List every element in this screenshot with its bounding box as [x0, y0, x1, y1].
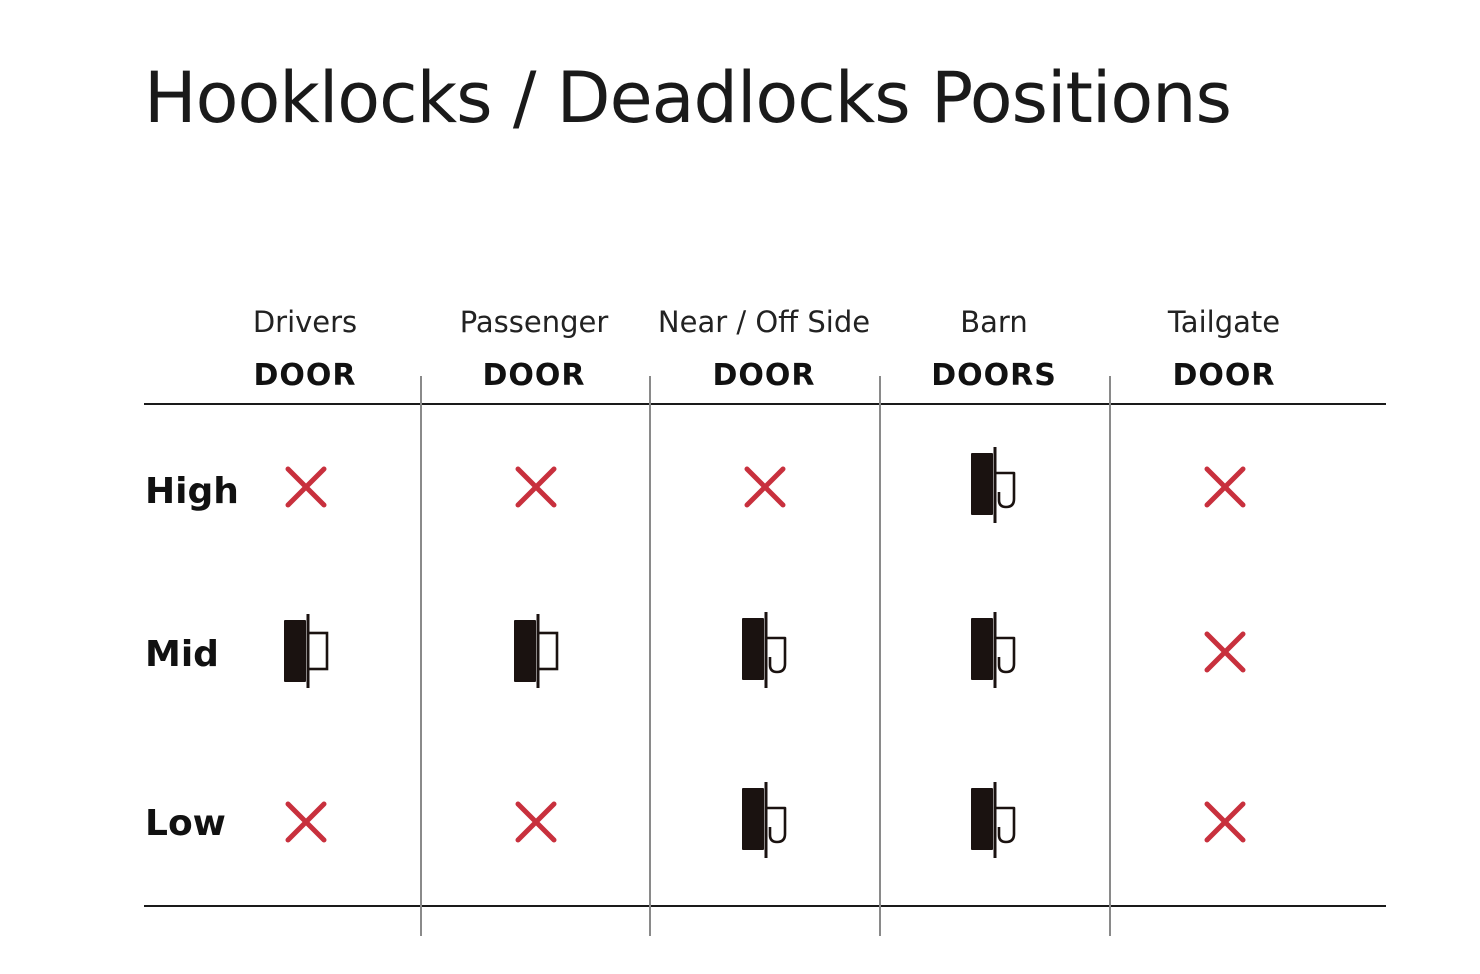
- column-label: DOOR: [253, 358, 357, 393]
- cross-icon: [256, 437, 356, 537]
- column-divider: [879, 376, 881, 936]
- cross-icon: [715, 437, 815, 537]
- hooklock-icon: [944, 437, 1044, 537]
- row-label-mid: Mid: [145, 634, 219, 675]
- cross-icon: [256, 772, 356, 872]
- cross-icon: [1175, 437, 1275, 537]
- cross-icon: [486, 772, 586, 872]
- table-header-rule: [144, 403, 1386, 405]
- column-label: DOOR: [1172, 358, 1276, 393]
- deadlock-icon: [486, 602, 586, 702]
- hooklock-icon: [715, 602, 815, 702]
- column-label: DOOR: [712, 358, 816, 393]
- cross-icon: [1175, 602, 1275, 702]
- deadlock-icon: [256, 602, 356, 702]
- column-label: DOORS: [931, 358, 1057, 393]
- column-subtitle: Drivers: [252, 305, 358, 339]
- column-divider: [649, 376, 651, 936]
- cross-icon: [486, 437, 586, 537]
- hooklock-icon: [944, 602, 1044, 702]
- column-subtitle: Passenger: [459, 305, 609, 339]
- column-label: DOOR: [482, 358, 586, 393]
- row-label-high: High: [145, 471, 239, 512]
- table-bottom-rule: [144, 905, 1386, 907]
- page-title: Hooklocks / Deadlocks Positions: [144, 57, 1232, 139]
- hooklock-icon: [715, 772, 815, 872]
- column-subtitle: Tailgate: [1167, 305, 1281, 339]
- column-divider: [1109, 376, 1111, 936]
- hooklock-icon: [944, 772, 1044, 872]
- cross-icon: [1175, 772, 1275, 872]
- row-label-low: Low: [145, 803, 226, 844]
- column-subtitle: Barn: [960, 305, 1028, 339]
- column-subtitle: Near / Off Side: [657, 305, 871, 339]
- column-divider: [420, 376, 422, 936]
